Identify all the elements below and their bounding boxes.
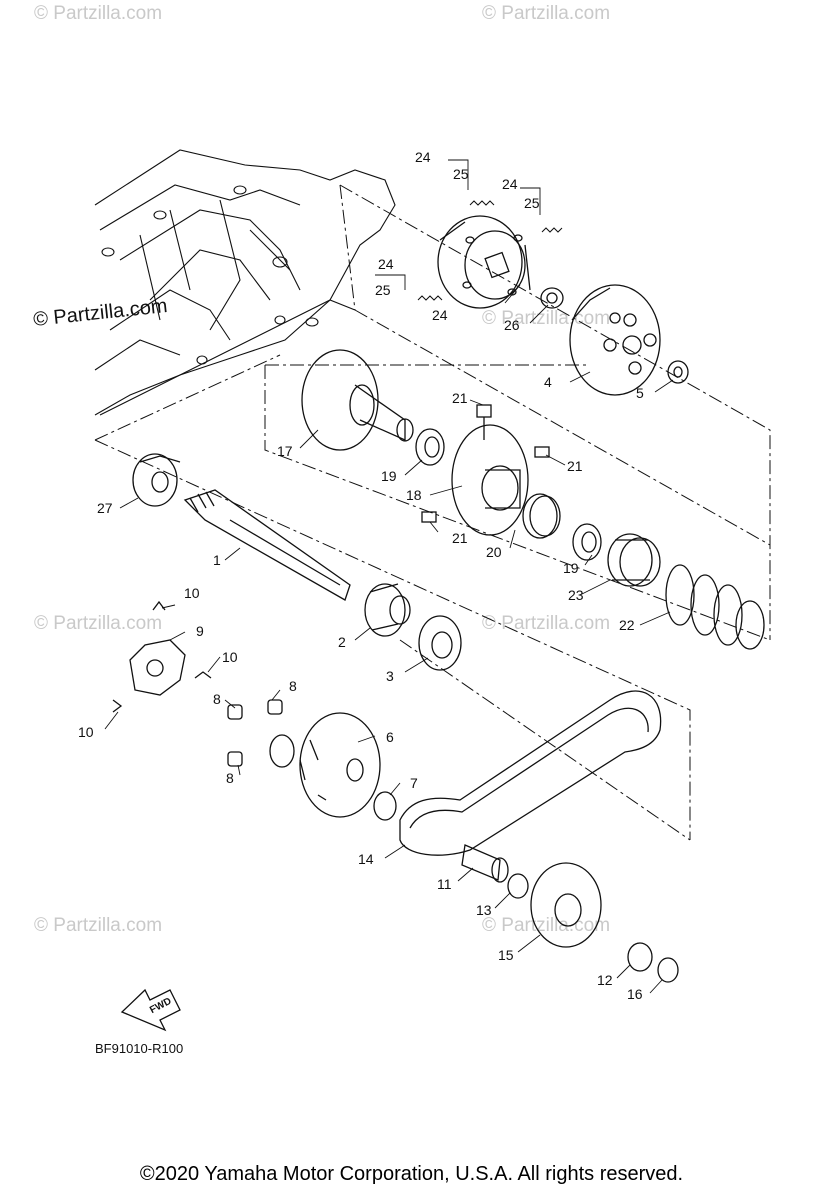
callout: 8 xyxy=(213,691,221,707)
watermark: © Partzilla.com xyxy=(34,915,163,936)
oil-seal-19b xyxy=(572,523,602,561)
cam-9 xyxy=(129,639,186,696)
watermark: © Partzilla.com xyxy=(34,3,163,24)
callout: 25 xyxy=(375,282,391,298)
callout: 24 xyxy=(415,149,431,165)
compression-spring-22 xyxy=(665,564,765,650)
copyright-notice: ©2020 Yamaha Motor Corporation, U.S.A. A… xyxy=(139,1163,684,1185)
callout: 24 xyxy=(502,176,518,192)
callout: 25 xyxy=(524,195,540,211)
callout: 19 xyxy=(381,468,397,484)
oil-seal-19 xyxy=(415,428,445,466)
callout: 11 xyxy=(437,876,452,892)
diagram-code: BF91010-R100 xyxy=(95,1041,184,1056)
v-belt-14 xyxy=(399,690,662,856)
collar-7 xyxy=(269,734,397,821)
callout: 5 xyxy=(636,385,644,401)
bearing-27 xyxy=(132,453,181,507)
fwd-arrow-icon: FWD xyxy=(120,988,181,1032)
fixed-sheave-15 xyxy=(530,862,602,948)
o-ring-20 xyxy=(522,493,561,539)
primary-sliding-sheave-6 xyxy=(299,712,381,818)
assembly-frames xyxy=(94,184,771,841)
nut-5 xyxy=(667,360,689,384)
callout: 2 xyxy=(338,634,346,650)
callout: 17 xyxy=(277,443,293,459)
callout: 16 xyxy=(627,986,643,1002)
bearing-2 xyxy=(364,583,411,637)
callout: 8 xyxy=(226,770,234,786)
callout: 20 xyxy=(486,544,502,560)
callout: 21 xyxy=(452,390,468,406)
callout: 21 xyxy=(452,530,468,546)
leader-lines xyxy=(104,159,674,994)
clutch-housing xyxy=(569,284,661,396)
callout: 8 xyxy=(289,678,297,694)
callout: 1 xyxy=(213,552,221,568)
callout: 10 xyxy=(184,585,200,601)
callout: 6 xyxy=(386,729,394,745)
nut-16 xyxy=(657,957,679,983)
weights-8 xyxy=(227,699,283,767)
nut-26 xyxy=(540,287,564,309)
callout: 23 xyxy=(568,587,584,603)
callout: 19 xyxy=(563,560,579,576)
callout: 25 xyxy=(453,166,469,182)
callout: 4 xyxy=(544,374,552,390)
callout: 15 xyxy=(498,947,514,963)
slider-10 xyxy=(112,600,212,713)
secondary-sheave xyxy=(301,349,414,451)
watermark: © Partzilla.com xyxy=(482,613,611,634)
crankcase-outline xyxy=(94,149,396,416)
washer-12 xyxy=(627,942,653,972)
callout: 18 xyxy=(406,487,422,503)
callout: 10 xyxy=(222,649,238,665)
callout: 24 xyxy=(378,256,394,272)
callout: 12 xyxy=(597,972,613,988)
watermark: © Partzilla.com xyxy=(34,613,163,634)
bearing-3 xyxy=(418,615,462,671)
callout: 13 xyxy=(476,902,492,918)
callout: 22 xyxy=(619,617,635,633)
clutch-springs xyxy=(417,200,563,301)
clutch-carrier xyxy=(437,215,531,309)
washer-13 xyxy=(507,873,529,899)
callout: 10 xyxy=(78,724,94,740)
callout: 24 xyxy=(432,307,448,323)
primary-shaft xyxy=(183,489,351,601)
guide-pin-21 xyxy=(421,404,550,523)
watermark: © Partzilla.com xyxy=(482,3,611,24)
spring-seat-23 xyxy=(607,533,661,587)
callout: 7 xyxy=(410,775,418,791)
collar-11 xyxy=(461,844,509,883)
callout: 3 xyxy=(386,668,394,684)
sliding-sheave xyxy=(451,424,529,536)
callout: 14 xyxy=(358,851,374,867)
callout: 9 xyxy=(196,623,204,639)
callout: 21 xyxy=(567,458,583,474)
callout: 26 xyxy=(504,317,520,333)
callout: 27 xyxy=(97,500,113,516)
